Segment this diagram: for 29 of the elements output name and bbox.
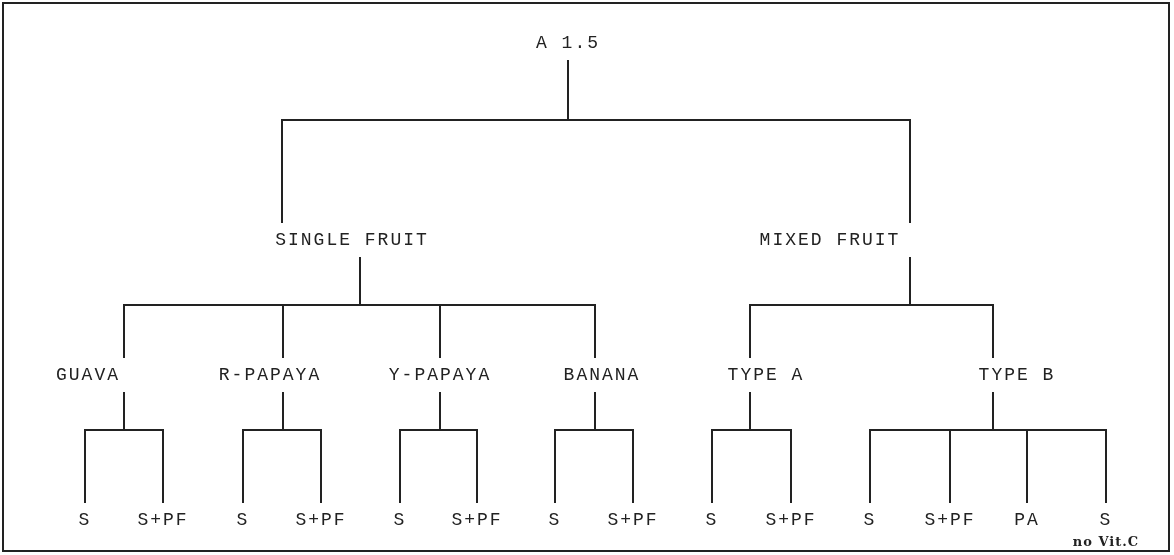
leaf-label: S: [391, 509, 409, 531]
leaf-label: S: [861, 509, 879, 531]
tree-connector: [123, 391, 164, 504]
category-label: TYPE B: [976, 364, 1058, 386]
category-label: MIXED FRUIT: [757, 229, 903, 251]
leaf-label: S: [703, 509, 721, 531]
leaf-label: PA: [1012, 509, 1042, 531]
category-label: Y-PAPAYA: [386, 364, 494, 386]
category-label: A 1.5: [534, 32, 602, 54]
category-label: BANANA: [561, 364, 643, 386]
tree-connector: [909, 256, 994, 359]
leaf-label: S: [1099, 510, 1113, 530]
leaf-label: S+PF: [293, 509, 349, 531]
category-label: R-PAPAYA: [216, 364, 324, 386]
leaf-label: S: [234, 509, 252, 531]
category-label: TYPE A: [725, 364, 807, 386]
leaf-label: S+PF: [763, 509, 819, 531]
note-text: no Vit.C: [1072, 533, 1140, 551]
leaf-label: S+PF: [605, 509, 661, 531]
tree-connector: [439, 391, 478, 504]
leaf-label: S+PF: [135, 509, 191, 531]
category-label: SINGLE FRUIT: [273, 229, 431, 251]
tree-connector: [359, 256, 596, 359]
leaf-label: S+PF: [449, 509, 505, 531]
leaf-label: S: [76, 509, 94, 531]
tree-connector: [567, 59, 911, 224]
leaf-label: S: [546, 509, 564, 531]
leaf-label: S+PF: [922, 509, 978, 531]
category-label: GUAVA: [54, 364, 122, 386]
